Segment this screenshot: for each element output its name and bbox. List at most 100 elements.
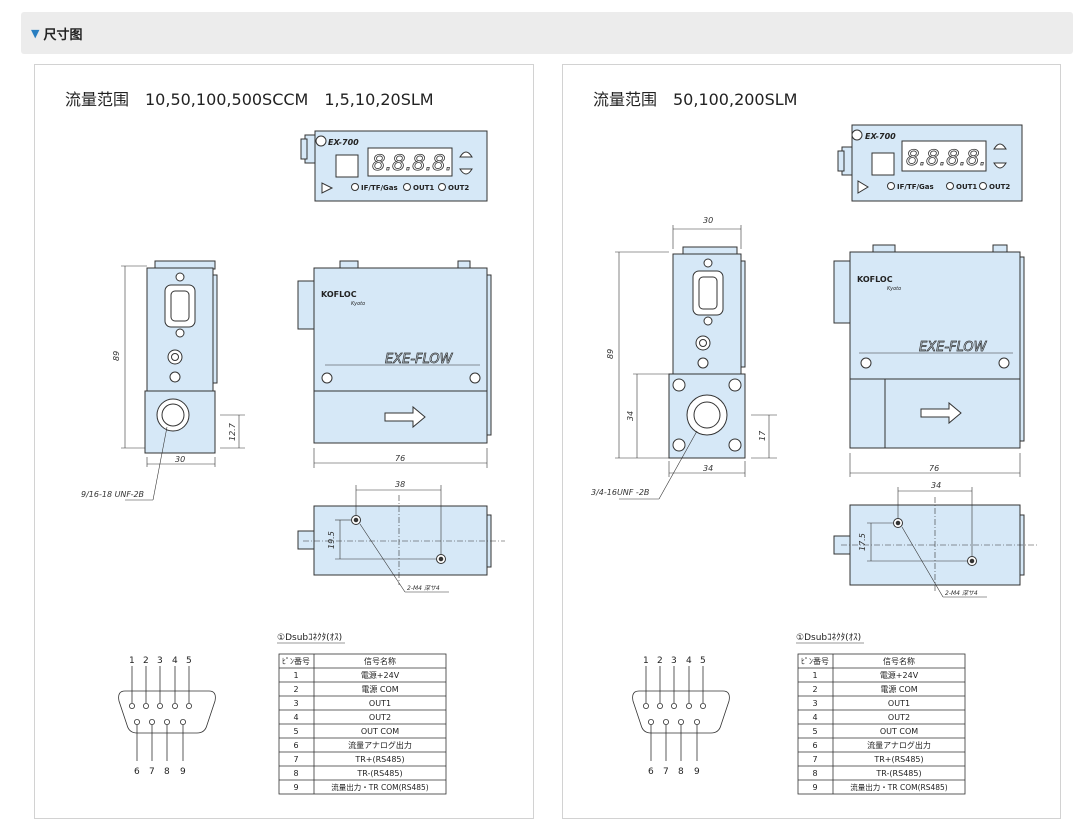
table-cell: 4 [293,713,298,722]
brand-sub: Kyoto [887,286,901,292]
digit-display: 8.8.8.8. [372,151,452,175]
table-cell: TR-(RS485) [356,769,402,778]
table-cell: 5 [812,727,817,736]
pin-label: 5 [700,656,706,666]
brand-logo: KOFLOC [857,275,893,284]
dsub-connector [632,666,730,761]
pin-table-cells: ﾋﾟﾝ番号 信号名称 1 電源+24V 2 電源 COM 3 OUT1 4 OU… [282,656,429,792]
dim-width-side: 30 [175,455,185,464]
dimension-lines-bottom [303,485,505,593]
pin-label: 2 [143,656,149,666]
section-title: 尺寸图 [43,27,83,43]
dimension-panel-large-flow: 流量范围 50,100,200SLM EX-700 8.8.8.8. IF/TF… [562,64,1061,819]
dimension-lines-side [615,225,777,500]
pin-table-cells: ﾋﾟﾝ番号 信号名称 1 電源+24V 2 電源 COM 3 OUT1 4 OU… [801,656,948,792]
table-cell: 電源 COM [880,685,917,694]
dim-length: 76 [395,454,405,463]
table-cell: 4 [812,713,817,722]
table-cell: 電源+24V [361,671,400,680]
table-cell: 8 [812,769,817,778]
pin-number-labels: 1 2 3 4 5 6 7 8 9 [129,656,192,777]
table-cell: TR+(RS485) [873,755,923,764]
table-cell: 流量アナログ出力 [348,740,412,750]
table-cell: 1 [812,671,817,680]
table-cell: OUT2 [888,713,910,722]
dim-hole-pitch: 38 [395,480,405,489]
pin-label: 3 [671,656,677,666]
dim-height: 89 [112,351,121,361]
product-name: EXE-FLOW [919,340,988,355]
body-front-view [297,260,492,444]
table-cell: 2 [293,685,298,694]
mount-callout: 2-M4 深サ4 [945,590,978,597]
display-front-view [837,124,1023,202]
table-cell: 9 [293,783,298,792]
table-cell: 9 [812,783,817,792]
side-view [668,246,746,459]
table-cell: 流量出力・TR COM(RS485) [331,782,429,792]
table-cell: TR-(RS485) [875,769,921,778]
mount-callout: 2-M4 深サ4 [407,585,440,592]
dim-block-height: 34 [626,411,635,421]
table-cell: 6 [293,741,298,750]
table-header: ﾋﾟﾝ番号 [282,656,310,666]
brand-logo: KOFLOC [321,290,357,299]
pin-label: 1 [643,656,649,666]
triangle-down-icon: ▼ [31,26,40,40]
dim-hole-pitch: 34 [931,481,941,490]
flow-range-title: 流量范围 50,100,200SLM [593,90,798,109]
section-header[interactable]: ▼ 尺寸图 [21,12,1073,54]
pin-label: 8 [164,767,170,777]
table-cell: OUT1 [369,699,391,708]
body-front-view [833,244,1025,449]
table-header: ﾋﾟﾝ番号 [801,656,829,666]
display-front-view [300,130,488,202]
table-cell: 7 [812,755,817,764]
connector-title: ①Dsubｺﾈｸﾀ(ｵｽ) [277,632,342,643]
dim-hole-offset: 17.5 [858,533,867,551]
table-cell: 6 [812,741,817,750]
table-cell: OUT2 [369,713,391,722]
pin-label: 8 [678,767,684,777]
table-header: 信号名称 [364,656,396,666]
table-cell: TR+(RS485) [354,755,404,764]
pin-table [797,653,966,795]
pin-label: 4 [172,656,178,666]
dim-top-width: 30 [703,216,713,225]
table-cell: 1 [293,671,298,680]
pin-label: 3 [157,656,163,666]
pin-label: 7 [149,767,155,777]
dim-port-offset: 17 [758,430,767,441]
table-cell: OUT COM [361,727,399,736]
table-cell: 流量出力・TR COM(RS485) [850,782,948,792]
table-header: 信号名称 [883,656,915,666]
dim-block-width: 34 [703,464,713,473]
digit-display: 8.8.8.8. [906,146,986,170]
dimension-lines-side [121,265,245,501]
table-cell: 7 [293,755,298,764]
dsub-connector [118,666,216,761]
table-cell: 2 [812,685,817,694]
dimension-lines-bottom [841,487,1039,598]
status-label-gas: IF/TF/Gas [361,184,398,192]
brand-sub: Kyoto [351,301,365,307]
pin-label: 6 [134,767,140,777]
model-label: EX-700 [328,138,359,147]
table-cell: 電源+24V [880,671,919,680]
status-label-gas: IF/TF/Gas [897,183,934,191]
pin-label: 2 [657,656,663,666]
dimension-lines-front [313,448,488,468]
dimension-drawing: EX-700 8.8.8.8. IF/TF/Gas OUT1 OUT2 [591,124,1039,795]
table-cell: OUT1 [888,699,910,708]
pin-label: 9 [694,767,700,777]
pin-label: 7 [663,767,669,777]
table-cell: 5 [293,727,298,736]
thread-callout: 9/16-18 UNF-2B [81,490,144,499]
flow-range-title: 流量范围 10,50,100,500SCCM 1,5,10,20SLM [65,90,434,109]
bottom-view [297,505,492,576]
dim-length: 76 [929,464,939,473]
status-label-out1: OUT1 [956,183,977,191]
table-cell: OUT COM [880,727,918,736]
table-cell: 8 [293,769,298,778]
table-cell: 3 [812,699,817,708]
